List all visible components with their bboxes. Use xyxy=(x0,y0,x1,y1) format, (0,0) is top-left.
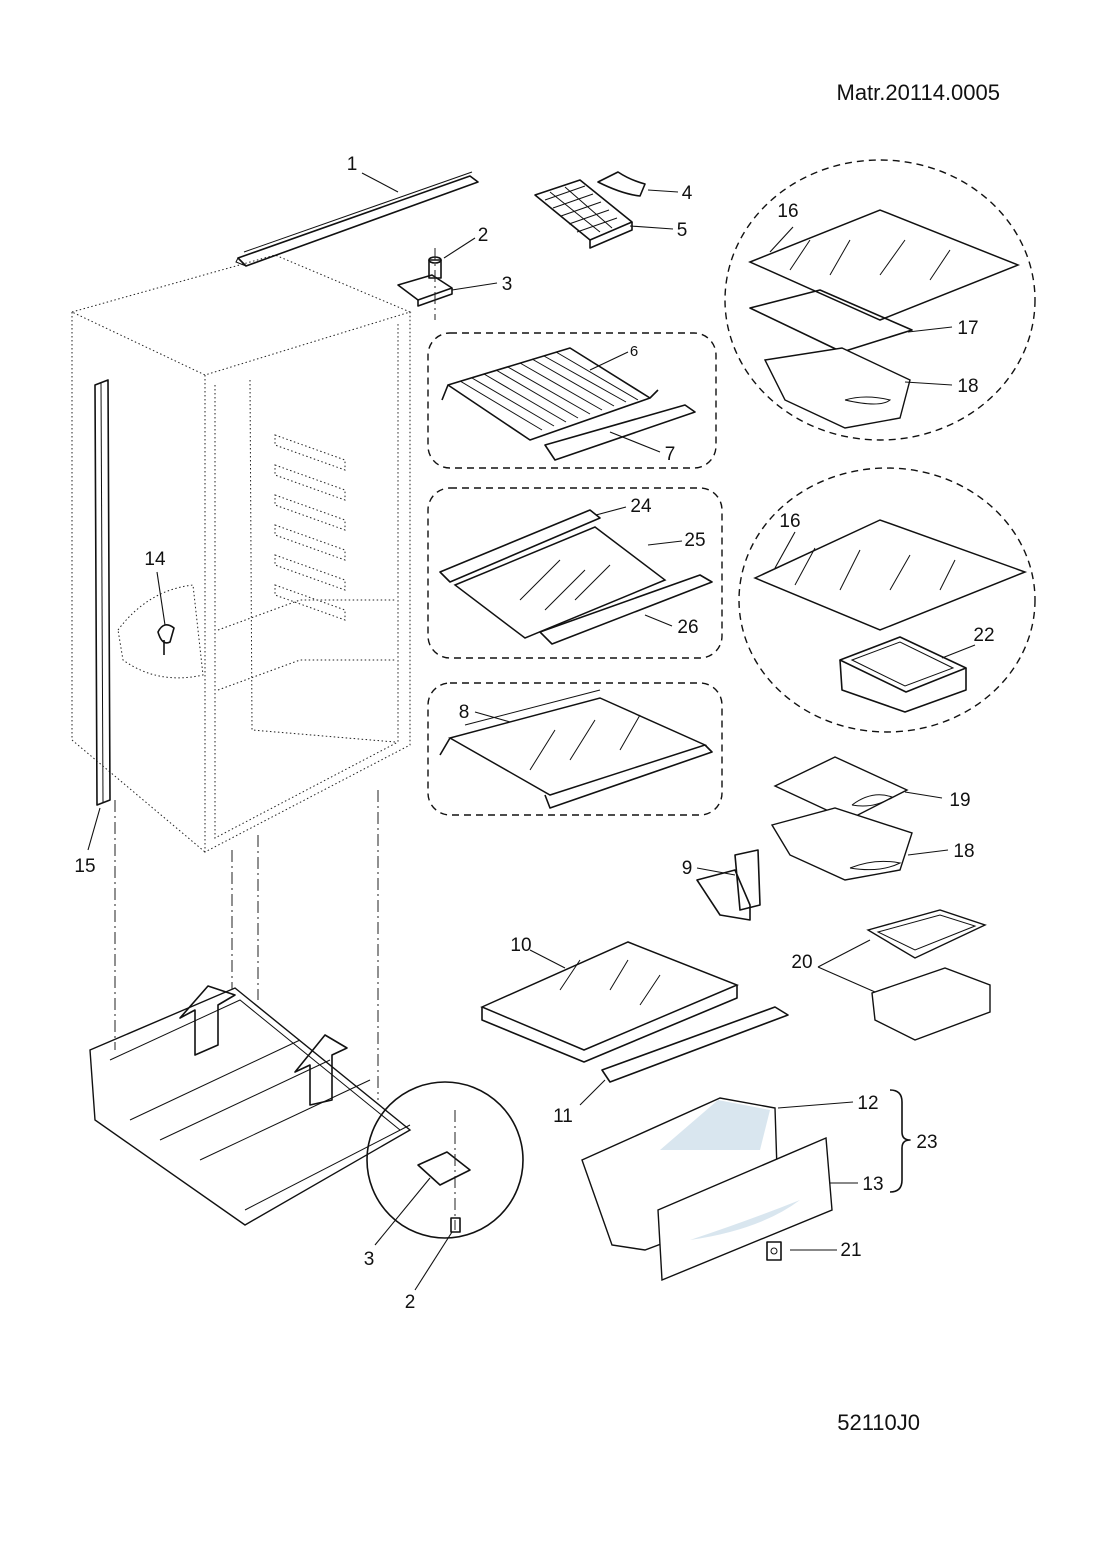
callout-19: 19 xyxy=(949,790,970,811)
callout-11: 11 xyxy=(553,1106,573,1127)
callout-labels: 1 2 3 4 5 6 7 8 9 10 11 12 13 14 15 16 1… xyxy=(74,154,994,1313)
callout-2: 2 xyxy=(478,225,489,246)
callout-23: 23 xyxy=(916,1132,937,1153)
part-18-crisper-drawer xyxy=(770,807,913,881)
part-13-drawer-front xyxy=(657,1136,833,1282)
callout-5: 5 xyxy=(677,220,688,241)
callout-9: 9 xyxy=(682,858,693,879)
callout-13: 13 xyxy=(862,1174,883,1195)
callout-21: 21 xyxy=(840,1240,861,1261)
projection-lines xyxy=(114,790,379,1100)
thermostat-recess xyxy=(117,584,204,679)
part-6-wire-shelf xyxy=(441,347,659,441)
callout-3: 3 xyxy=(502,274,513,295)
drawing-code: 52110J0 xyxy=(837,1410,920,1435)
callout-8: 8 xyxy=(459,702,470,723)
callout-6: 6 xyxy=(630,343,638,360)
part-8-glass-shelf xyxy=(439,689,713,809)
part-24-rear-rail xyxy=(439,509,601,583)
part-2-screw-bottom xyxy=(450,1217,461,1233)
part-4-ice-scoop xyxy=(597,171,646,197)
callout-20: 20 xyxy=(791,952,812,973)
callout-25: 25 xyxy=(684,530,705,551)
callout-4: 4 xyxy=(682,183,693,204)
callout-2-bottom: 2 xyxy=(405,1292,416,1313)
airflow-arrow-left xyxy=(179,985,236,1056)
callout-26: 26 xyxy=(677,617,698,638)
callout-1: 1 xyxy=(347,154,358,175)
cabinet-outline xyxy=(70,254,412,853)
part-22-egg-holder xyxy=(839,636,967,713)
callout-18-upper: 18 xyxy=(957,376,978,397)
group-circle-egg-tray xyxy=(738,467,1036,733)
callout-7: 7 xyxy=(665,444,676,465)
detail-circle xyxy=(366,1081,524,1239)
callout-16-lower: 16 xyxy=(779,511,800,532)
callout-14: 14 xyxy=(144,549,166,570)
part-15-door-strip xyxy=(94,379,111,806)
part-10-glass-shelf xyxy=(480,941,739,1063)
part-19-crisper-lid xyxy=(773,756,909,821)
group-circle-crisper-cover xyxy=(724,159,1036,441)
part-11-shelf-trim xyxy=(601,1006,789,1083)
group-box-glass-shelf-b xyxy=(427,682,723,816)
callout-18-lower: 18 xyxy=(953,841,974,862)
brace-group-23 xyxy=(889,1089,911,1193)
part-9-bottle-holder xyxy=(696,849,761,921)
part-16-shelf-top xyxy=(748,209,1021,321)
part-17-cover-frame xyxy=(749,289,913,353)
part-3-bracket-bottom xyxy=(417,1110,471,1230)
part-7-shelf-trim xyxy=(544,404,696,461)
part-20-container-lid xyxy=(866,909,987,959)
callout-16-upper: 16 xyxy=(777,201,798,222)
callout-3-bottom: 3 xyxy=(364,1249,375,1270)
base-tray xyxy=(89,987,412,1226)
callout-17: 17 xyxy=(957,318,978,339)
part-18-crisper-top xyxy=(763,347,911,429)
cabinet-shelf-rails xyxy=(274,434,346,621)
callout-15: 15 xyxy=(74,856,95,877)
group-box-wire-shelf xyxy=(427,332,717,469)
callout-10: 10 xyxy=(510,935,531,956)
material-code: Matr.20114.0005 xyxy=(837,80,1001,105)
leader-lines xyxy=(87,172,976,1291)
part-26-front-trim xyxy=(539,574,713,645)
part-20-container-base xyxy=(871,967,991,1041)
part-14-thermostat-knob xyxy=(157,624,175,655)
airflow-arrow-right xyxy=(294,1034,348,1106)
callout-12: 12 xyxy=(857,1093,878,1114)
part-3-bracket-top xyxy=(397,248,453,320)
part-21-clip xyxy=(766,1241,782,1261)
part-25-glass-panel xyxy=(453,526,667,639)
callout-24: 24 xyxy=(630,496,652,517)
callout-22: 22 xyxy=(973,625,994,646)
part-16-shelf-lower xyxy=(753,519,1028,631)
group-box-glass-shelf-a xyxy=(427,487,723,659)
part-1-top-cover-strip xyxy=(235,171,479,267)
